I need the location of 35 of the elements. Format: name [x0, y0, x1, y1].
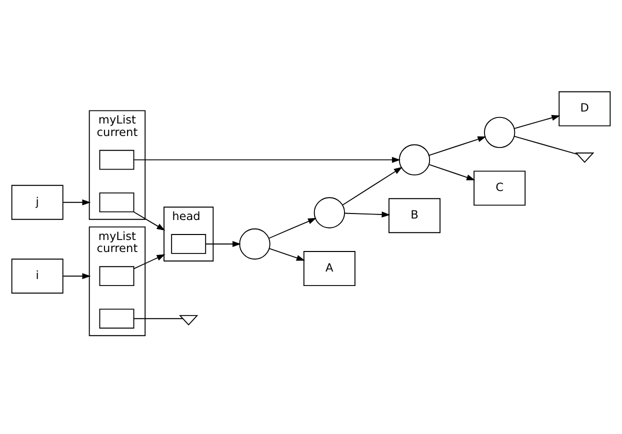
arrow [62, 272, 91, 279]
node-ground [179, 314, 198, 325]
node-box: j [11, 184, 64, 220]
cluster: head [164, 206, 214, 261]
node-box [99, 149, 134, 170]
arrow [268, 248, 306, 260]
node-box [99, 192, 134, 212]
node-circle [398, 144, 430, 175]
arrow [268, 217, 317, 238]
node-circle [484, 116, 516, 148]
node-box: B [388, 198, 440, 233]
arrow [514, 114, 560, 128]
arrow [133, 254, 166, 269]
arrow [428, 164, 476, 180]
connector [133, 318, 184, 319]
arrow [428, 136, 486, 156]
arrow [134, 156, 400, 162]
node-box [99, 308, 134, 328]
node-circle [314, 196, 346, 228]
arrow [344, 211, 390, 217]
node-box: D [558, 90, 611, 126]
node-box: A [303, 250, 356, 286]
node-ground [575, 152, 594, 162]
cluster: myList current [88, 110, 146, 220]
arrow [62, 198, 91, 205]
node-box: C [474, 170, 526, 206]
connector [514, 135, 578, 154]
arrow [133, 211, 166, 230]
node-box [99, 266, 134, 286]
node-box: i [11, 258, 64, 294]
cluster: myList current [88, 226, 146, 336]
arrow [342, 166, 402, 205]
arrow [205, 240, 241, 246]
node-box [171, 234, 206, 254]
node-circle [239, 228, 270, 260]
